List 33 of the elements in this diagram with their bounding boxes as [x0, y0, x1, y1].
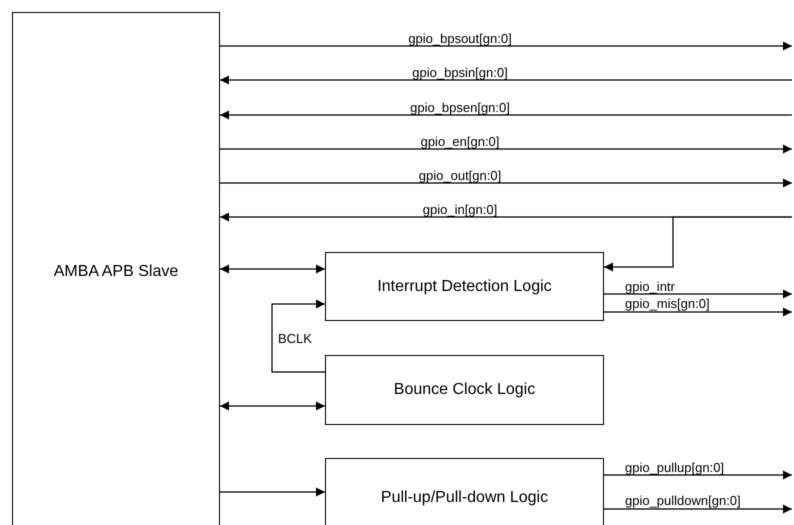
arrow [604, 216, 792, 272]
arrow [220, 402, 325, 410]
arrow [220, 144, 792, 154]
signal-label: gpio_mis[gn:0] [625, 296, 710, 311]
block-label: Bounce Clock Logic [394, 381, 536, 399]
arrow [271, 300, 325, 373]
signal-label: gpio_bpsen[gn:0] [410, 100, 510, 115]
arrow [220, 76, 792, 84]
arrow [220, 178, 792, 188]
block-label: Pull-up/Pull-down Logic [380, 489, 548, 507]
block-box [325, 458, 604, 525]
arrow [220, 110, 792, 120]
signal-label: gpio_intr [625, 279, 675, 294]
signal-label: gpio_bpsout[gn:0] [408, 31, 512, 46]
arrow [220, 488, 325, 496]
block-box [12, 12, 220, 525]
arrow [604, 470, 792, 480]
arrow [220, 264, 325, 274]
signal-label: gpio_pullup[gn:0] [625, 460, 724, 475]
signal-label: gpio_in[gn:0] [422, 202, 498, 217]
block-box [325, 355, 604, 425]
block-label: Interrupt Detection Logic [377, 278, 552, 296]
signal-label: gpio_out[gn:0] [418, 168, 502, 183]
arrow [220, 42, 792, 50]
block-box [325, 252, 604, 321]
signal-label: gpio_pulldown[gn:0] [625, 493, 741, 508]
arrow [604, 290, 792, 298]
arrow [604, 308, 792, 316]
signal-label: gpio_bpsin[gn:0] [412, 65, 508, 80]
signal-label: BCLK [278, 331, 312, 346]
block-label: AMBA APB Slave [54, 263, 178, 281]
signal-label: gpio_en[gn:0] [420, 134, 500, 149]
arrow [604, 504, 792, 514]
